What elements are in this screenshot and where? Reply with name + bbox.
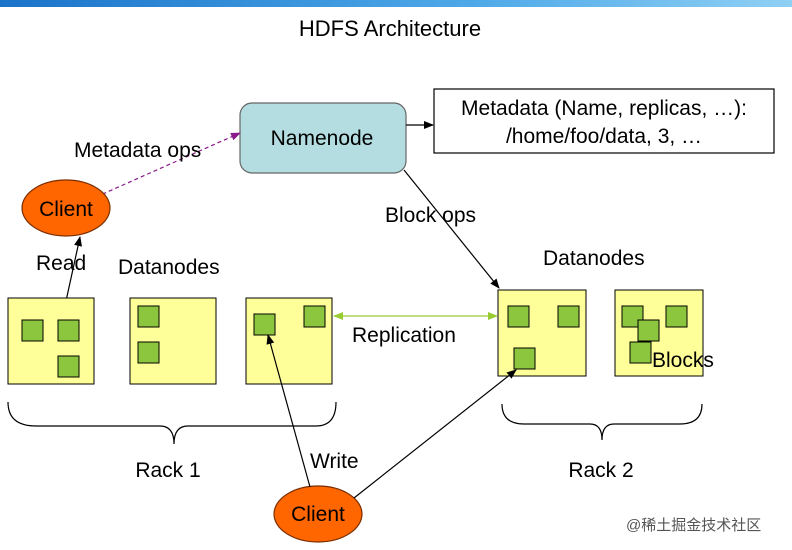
diagram-title: HDFS Architecture	[299, 16, 481, 41]
client-top	[21, 179, 111, 237]
block	[57, 355, 80, 378]
client-top-label: Client	[39, 198, 93, 221]
metadata-ops-label: Metadata ops	[74, 139, 201, 162]
block	[303, 305, 326, 328]
block	[57, 319, 80, 342]
write-label: Write	[310, 450, 359, 473]
block-ops-arrow	[403, 169, 500, 289]
read-arrow	[65, 236, 82, 302]
metadata-line-1: Metadata (Name, replicas, …):	[461, 97, 747, 120]
rack2-datanodes-label: Datanodes	[543, 247, 645, 270]
rack1-datanode-1	[7, 297, 95, 385]
metadata-line-2: /home/foo/data, 3, …	[506, 125, 702, 148]
namenode-label: Namenode	[271, 127, 374, 150]
block	[629, 341, 652, 364]
metadata-ops-arrow	[95, 132, 241, 198]
block	[513, 347, 536, 370]
watermark: @稀土掘金技术社区	[626, 517, 761, 534]
rack2-datanode-1	[497, 289, 587, 377]
block	[253, 313, 276, 336]
replication-label: Replication	[352, 324, 456, 347]
rack1-label: Rack 1	[135, 459, 200, 482]
write-arrow-rack1	[266, 334, 311, 488]
title-bar-strip	[0, 0, 792, 7]
block	[21, 319, 44, 342]
client-bottom-label: Client	[291, 503, 345, 526]
write-arrow-rack2	[353, 369, 517, 499]
blocks-label: Blocks	[652, 349, 714, 372]
block	[665, 305, 688, 328]
read-label: Read	[36, 252, 86, 275]
block	[557, 305, 580, 328]
block	[137, 305, 160, 328]
rack2-label: Rack 2	[568, 459, 633, 482]
block	[137, 341, 160, 364]
block	[507, 305, 530, 328]
metadata-box	[433, 88, 775, 154]
block	[637, 319, 660, 342]
rack1-brace	[7, 401, 337, 445]
block-ops-label: Block ops	[385, 204, 476, 227]
rack2-brace	[501, 403, 703, 441]
client-bottom	[273, 485, 363, 543]
rack1-datanodes-label: Datanodes	[118, 256, 220, 279]
